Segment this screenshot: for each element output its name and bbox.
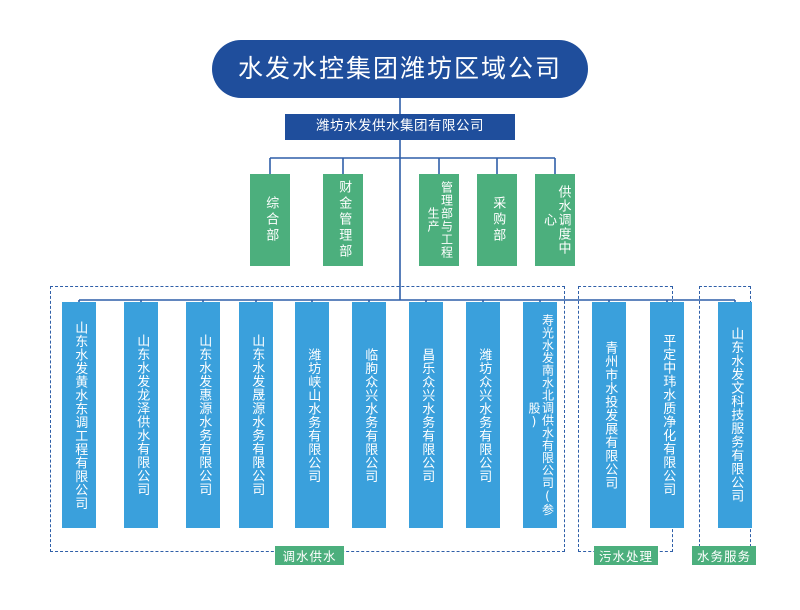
department-node-1[interactable]: 财金管理部 [323, 174, 363, 266]
company-node-2[interactable]: 山东水发惠源水务有限公司 [186, 302, 220, 528]
group-label-service: 水务服务 [692, 546, 756, 565]
department-node-4[interactable]: 供水调度中心 [535, 174, 575, 266]
company-node-3[interactable]: 山东水发晟源水务有限公司 [239, 302, 273, 528]
department-node-2[interactable]: 管理部与工程生产 [419, 174, 459, 266]
group-label-sewage: 污水处理 [594, 546, 658, 565]
group-label-water-supply: 调水供水 [275, 546, 344, 565]
company-node-8[interactable]: 寿光水发南水北调供水有限公司(参股) [523, 302, 557, 528]
company-node-4[interactable]: 潍坊峡山水务有限公司 [295, 302, 329, 528]
company-node-0[interactable]: 山东水发黄水东调工程有限公司 [62, 302, 96, 528]
department-node-3[interactable]: 采购部 [477, 174, 517, 266]
org-subtitle: 潍坊水发供水集团有限公司 [285, 114, 515, 140]
company-node-7[interactable]: 潍坊众兴水务有限公司 [466, 302, 500, 528]
company-node-10[interactable]: 平定中玮水质净化有限公司 [650, 302, 684, 528]
company-node-9[interactable]: 青州市水投发展有限公司 [592, 302, 626, 528]
company-node-1[interactable]: 山东水发龙泽供水有限公司 [124, 302, 158, 528]
company-node-11[interactable]: 山东水发文科技服务有限公司 [718, 302, 752, 528]
company-node-5[interactable]: 临朐众兴水务有限公司 [352, 302, 386, 528]
org-title: 水发水控集团潍坊区域公司 [212, 40, 588, 98]
company-node-6[interactable]: 昌乐众兴水务有限公司 [409, 302, 443, 528]
department-node-0[interactable]: 综合部 [250, 174, 290, 266]
